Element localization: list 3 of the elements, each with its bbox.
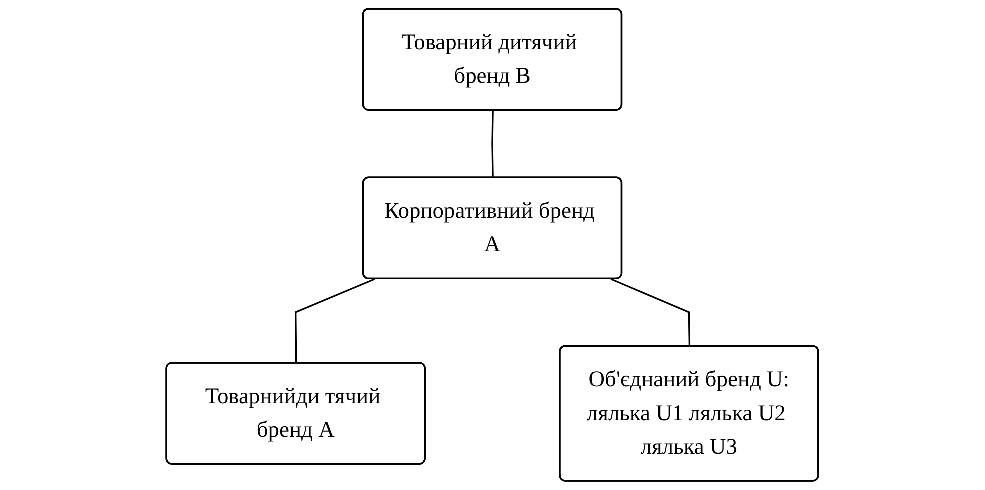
connector xyxy=(492,110,494,178)
connector xyxy=(294,278,376,364)
connector xyxy=(610,278,691,347)
